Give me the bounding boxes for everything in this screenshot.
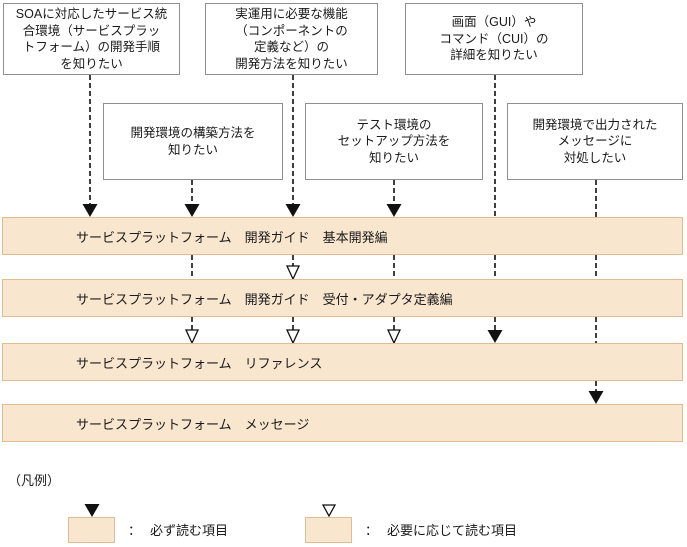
question-box-message-handling: 開発環境で出力された メッセージに 対処したい: [507, 103, 683, 180]
arrow-filled-icon: [588, 391, 604, 404]
arrow-filled-icon: [184, 204, 200, 217]
doc-bar-messages: サービスプラットフォーム メッセージ: [2, 404, 683, 442]
doc-bar-basic-dev: サービスプラットフォーム 開発ガイド 基本開発編: [2, 217, 683, 255]
legend-separator: ：: [128, 523, 142, 538]
arrow-filled-icon: [82, 204, 98, 217]
legend-label: 必ず読む項目: [150, 523, 229, 538]
arrow-hollow-icon: [184, 329, 200, 345]
arrow-filled-icon: [285, 204, 301, 217]
doc-bar-reference: サービスプラットフォーム リファレンス: [2, 343, 683, 381]
legend-separator: ：: [365, 523, 379, 538]
legend-swatch: [305, 504, 352, 543]
doc-bar-reception-adapter: サービスプラットフォーム 開発ガイド 受付・アダプタ定義編: [2, 279, 683, 317]
hollow-arrow-icon: [321, 504, 336, 517]
question-box-test-env-setup: テスト環境の セットアップ方法を 知りたい: [305, 103, 483, 180]
question-box-gui-cui-details: 画面（GUI）や コマンド（CUI）の 詳細を知りたい: [405, 3, 583, 75]
legend-label: 必要に応じて読む項目: [387, 523, 518, 538]
doc-bar-title: サービスプラットフォーム 開発ガイド 基本開発編: [76, 229, 388, 245]
legend-bar-sample: [68, 517, 115, 543]
arrow-filled-icon: [487, 330, 503, 343]
legend-swatch: [68, 504, 115, 543]
filled-arrow-icon: [84, 504, 99, 517]
doc-bar-title: サービスプラットフォーム 開発ガイド 受付・アダプタ定義編: [76, 291, 453, 307]
question-box-dev-env-construction: 開発環境の構築方法を 知りたい: [103, 103, 283, 180]
question-box-component-dev-method: 実運用に必要な機能 （コンポーネントの 定義など）の 開発方法を知りたい: [205, 3, 378, 75]
arrow-hollow-icon: [285, 329, 301, 345]
arrow-filled-icon: [386, 204, 402, 217]
doc-bar-title: サービスプラットフォーム リファレンス: [76, 355, 323, 371]
doc-bar-title: サービスプラットフォーム メッセージ: [76, 416, 310, 432]
legend-bar-sample: [305, 517, 352, 543]
legend-item-must-read: ： 必ず読む項目: [68, 504, 228, 543]
legend-item-read-as-needed: ： 必要に応じて読む項目: [305, 504, 517, 543]
legend-title: （凡例）: [8, 473, 61, 488]
arrow-hollow-icon: [386, 329, 402, 345]
arrow-hollow-icon: [285, 265, 301, 281]
question-box-soa-dev-procedure: SOAに対応したサービス統 合環境（サービスプラッ トフォーム）の開発手順 を知…: [3, 3, 180, 75]
